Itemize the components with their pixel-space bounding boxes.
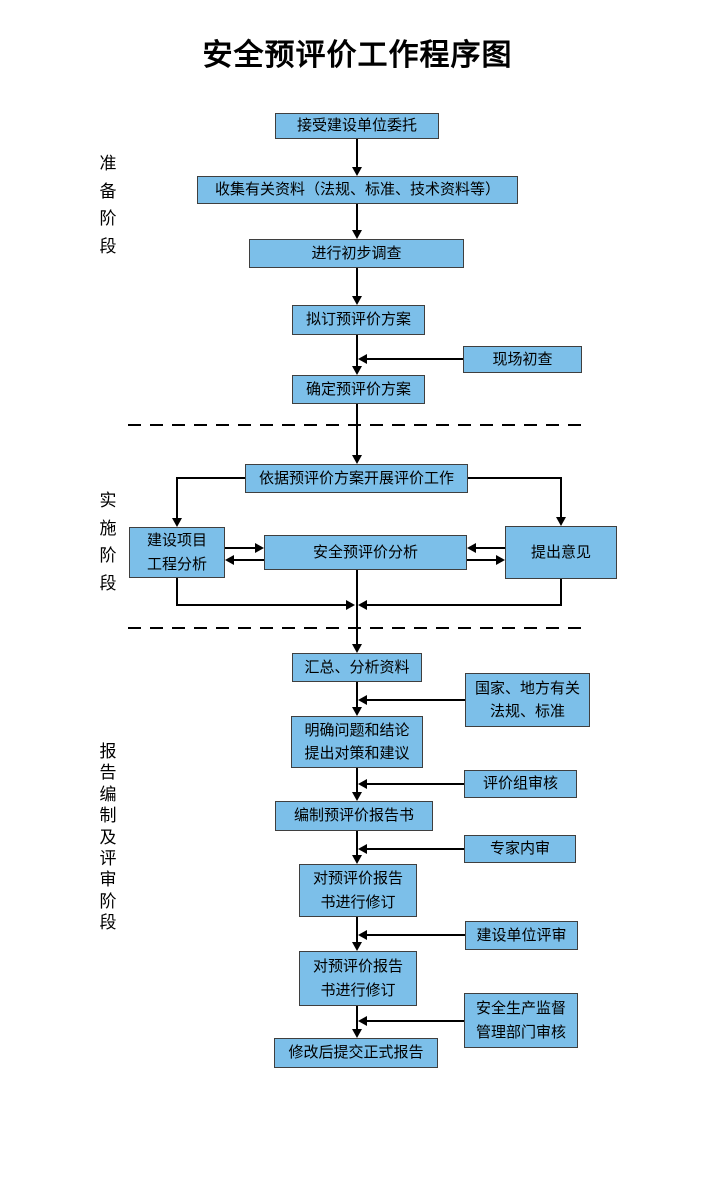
- connector-eng-to-analysis: [225, 547, 255, 549]
- phase-label-reporting: 报告编制及评审阶段: [99, 742, 117, 933]
- flow-box-collect-materials: 收集有关资料（法规、标准、技术资料等）: [197, 176, 518, 204]
- arrowhead-into-engineering-analysis: [172, 518, 182, 527]
- connector-h-group-review: [367, 783, 464, 785]
- connector-h-site-check: [367, 358, 463, 360]
- connector-feedback-left-h: [176, 604, 346, 606]
- arrowhead-feedback-left: [346, 600, 355, 610]
- arrowhead-into-survey: [352, 230, 362, 239]
- flow-box-owner-review: 建设单位评审: [465, 921, 578, 950]
- arrowhead-from-site-check: [358, 354, 367, 364]
- phase-label-implementation: 实施阶段: [99, 491, 117, 593]
- connector-h-expert-review: [367, 848, 464, 850]
- connector-v-revise2-to-final: [356, 1006, 358, 1029]
- connector-branch-right-v: [560, 477, 562, 517]
- connector-feedback-right-h: [367, 604, 561, 606]
- arrowhead-into-engineering: [225, 555, 234, 565]
- flow-box-expert-internal-review: 专家内审: [464, 835, 576, 863]
- arrowhead-from-expert-review: [358, 844, 367, 854]
- connector-opinions-to-analysis: [476, 547, 505, 549]
- flow-box-carry-out-evaluation: 依据预评价方案开展评价工作: [245, 464, 468, 493]
- connector-v-draftplan-to-confirmplan: [356, 335, 358, 366]
- flow-box-preliminary-survey: 进行初步调查: [249, 239, 464, 268]
- phase-divider-1: [128, 424, 590, 426]
- connector-h-regulations: [367, 699, 465, 701]
- flow-box-site-initial-check: 现场初查: [463, 346, 582, 373]
- connector-branch-left-v: [176, 477, 178, 518]
- flow-box-safety-preevaluation-analysis: 安全预评价分析: [264, 535, 467, 570]
- arrowhead-from-regulations: [358, 695, 367, 705]
- connector-h-supervision-review: [367, 1020, 464, 1022]
- flow-box-submit-final-report: 修改后提交正式报告: [274, 1038, 438, 1068]
- connector-analysis-to-eng: [234, 559, 264, 561]
- flow-box-revise-report-1: 对预评价报告 书进行修订: [299, 864, 417, 917]
- connector-v-clarify-to-compile: [356, 768, 358, 792]
- connector-v-summarize-to-clarify: [356, 682, 358, 707]
- flow-box-evaluation-group-review: 评价组审核: [464, 770, 577, 798]
- connector-v-collect-to-survey: [356, 204, 358, 230]
- flow-box-revise-report-2: 对预评价报告 书进行修订: [299, 951, 417, 1006]
- arrowhead-into-carryout: [352, 455, 362, 464]
- flow-box-project-engineering-analysis: 建设项目 工程分析: [129, 527, 225, 578]
- arrowhead-into-draftplan: [352, 296, 362, 305]
- page-title: 安全预评价工作程序图: [202, 39, 513, 72]
- connector-feedback-right-v: [560, 579, 562, 606]
- arrowhead-from-group-review: [358, 779, 367, 789]
- flow-box-draft-plan: 拟订预评价方案: [292, 305, 425, 335]
- connector-branch-right-h: [468, 477, 561, 479]
- connector-h-owner-review: [367, 934, 465, 936]
- connector-v-survey-to-draftplan: [356, 268, 358, 296]
- flow-box-accept-commission: 接受建设单位委托: [275, 113, 439, 139]
- connector-v-compile-to-revise1: [356, 831, 358, 855]
- arrowhead-into-opinions: [496, 555, 505, 565]
- arrowhead-into-compile: [352, 792, 362, 801]
- arrowhead-into-analysis-right: [467, 543, 476, 553]
- arrowhead-into-revise2: [352, 942, 362, 951]
- arrowhead-into-clarify: [352, 707, 362, 716]
- flow-box-safety-supervision-review: 安全生产监督 管理部门审核: [464, 993, 578, 1048]
- arrowhead-into-analysis-left: [255, 543, 264, 553]
- flow-box-compile-report: 编制预评价报告书: [275, 801, 433, 831]
- arrowhead-into-raise-opinions: [556, 517, 566, 526]
- arrowhead-into-summarize: [352, 644, 362, 653]
- arrowhead-into-confirmplan: [352, 366, 362, 375]
- arrowhead-into-revise1: [352, 855, 362, 864]
- connector-v-accept-to-collect: [356, 139, 358, 167]
- arrowhead-from-owner-review: [358, 930, 367, 940]
- flow-box-summarize-analyze: 汇总、分析资料: [292, 653, 422, 682]
- arrowhead-from-supervision-review: [358, 1016, 367, 1026]
- flow-box-confirm-plan: 确定预评价方案: [292, 375, 425, 404]
- flow-box-national-local-regulations: 国家、地方有关 法规、标准: [465, 673, 590, 727]
- connector-v-revise1-to-revise2: [356, 917, 358, 942]
- connector-feedback-left-v: [176, 578, 178, 606]
- connector-v-confirmplan-to-carryout: [356, 404, 358, 455]
- arrowhead-into-collect: [352, 167, 362, 176]
- connector-branch-left-h: [176, 477, 245, 479]
- arrowhead-into-final: [352, 1029, 362, 1038]
- connector-v-analysis-to-summarize: [356, 570, 358, 644]
- flow-box-clarify-conclusions: 明确问题和结论 提出对策和建议: [291, 716, 423, 768]
- flow-box-raise-opinions: 提出意见: [505, 526, 617, 579]
- phase-label-preparation: 准备阶段: [99, 154, 117, 256]
- connector-analysis-to-opinions: [467, 559, 496, 561]
- phase-divider-2: [128, 627, 590, 629]
- arrowhead-feedback-right: [358, 600, 367, 610]
